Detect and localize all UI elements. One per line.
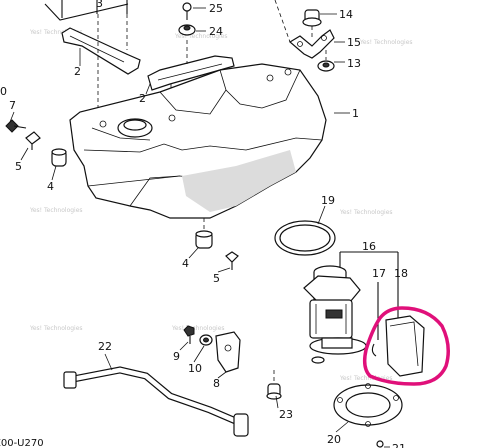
damper-4-middle xyxy=(195,230,213,249)
collar-13 xyxy=(317,60,335,72)
grommet-24 xyxy=(178,24,196,36)
part-label-13: 13 xyxy=(347,57,361,70)
part-label-7: 7 xyxy=(9,99,16,112)
highlight-circle xyxy=(362,306,450,386)
rubber-strap-lower xyxy=(147,55,235,91)
bolt-5-middle xyxy=(225,251,239,270)
part-label-19: 19 xyxy=(321,194,335,207)
fuel-filter-18 xyxy=(385,315,425,377)
part-number-labels: 1 2 2 3 4 4 5 5 7 8 9 0 10 13 14 15 16 1… xyxy=(0,0,408,448)
bracket-8 xyxy=(215,331,241,373)
part-label-3: 3 xyxy=(96,0,103,10)
part-label-1: 1 xyxy=(352,107,359,120)
part-label-4: 4 xyxy=(47,180,54,193)
rubber-strap-upper xyxy=(61,27,141,75)
part-label-2: 2 xyxy=(74,65,81,78)
part-label-25: 25 xyxy=(209,2,223,15)
watermark-text: Yes! Technologies xyxy=(339,209,393,216)
part-label-21: 21 xyxy=(392,442,406,448)
part-label-10: 0 xyxy=(0,85,7,98)
watermark-text: Yes! Technologies xyxy=(29,29,83,36)
leader-line xyxy=(104,353,113,371)
bolt-9 xyxy=(183,325,195,344)
watermark-text: Yes! Technologies xyxy=(29,325,83,332)
top-bracket-frame xyxy=(44,0,129,21)
leader-dashed xyxy=(274,0,291,43)
part-label-2: 2 xyxy=(139,92,146,105)
gasket-plate-20 xyxy=(333,383,403,427)
clip-17 xyxy=(371,282,379,357)
diagram-code: Z00-U270 xyxy=(0,438,44,448)
part-label-5: 5 xyxy=(213,272,220,285)
part-label-16: 16 xyxy=(362,240,376,253)
part-label-9: 9 xyxy=(173,350,180,363)
part-label-20: 20 xyxy=(327,433,341,446)
bolt-21 xyxy=(376,440,384,448)
watermark-text: Yes! Technologies xyxy=(174,33,228,40)
fuel-hose-22 xyxy=(63,366,249,437)
leader-line xyxy=(317,205,326,225)
watermark-text: Yes! Technologies xyxy=(339,375,393,382)
watermark-text: Yes! Technologies xyxy=(359,39,413,46)
fuel-pump-assembly xyxy=(303,251,399,364)
part-label-18: 18 xyxy=(394,267,408,280)
fuel-tank xyxy=(69,63,327,219)
collar-10 xyxy=(199,334,213,346)
damper-4-left xyxy=(51,148,67,167)
part-label-5: 5 xyxy=(15,160,22,173)
part-label-15: 15 xyxy=(347,36,361,49)
grommet-14 xyxy=(302,9,322,27)
part-label-4: 4 xyxy=(182,257,189,270)
part-label-22: 22 xyxy=(98,340,112,353)
watermark-text: Yes! Technologies xyxy=(29,207,83,214)
bolt-7 xyxy=(5,119,27,133)
part-label-14: 14 xyxy=(339,8,353,21)
label-leaders xyxy=(9,7,390,448)
part-label-17: 17 xyxy=(372,267,386,280)
part-label-23: 23 xyxy=(279,408,293,421)
part-label-8: 8 xyxy=(213,377,220,390)
part-label-24: 24 xyxy=(209,25,223,38)
part-label-10: 10 xyxy=(188,362,202,375)
bracket-15 xyxy=(288,29,335,59)
gasket-ring-19 xyxy=(274,220,336,256)
bolt-25 xyxy=(182,2,192,20)
watermark-text: Yes! Technologies xyxy=(171,325,225,332)
washer-5-left xyxy=(25,131,41,150)
grommet-23 xyxy=(266,383,282,400)
